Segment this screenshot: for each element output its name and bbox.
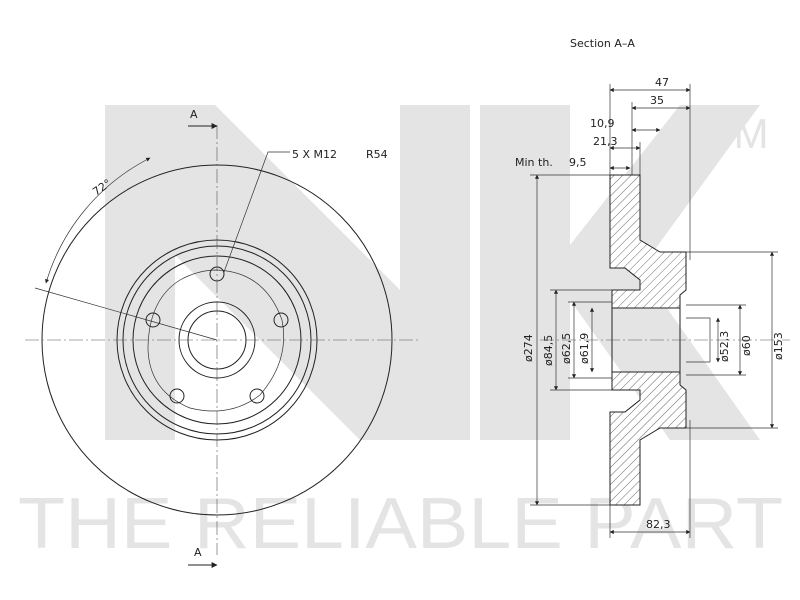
dim-21-3: 21,3: [593, 135, 618, 148]
disc-section-view: Section A–A 47 35 10,9 21,3 Min th. 9,5 …: [515, 37, 790, 538]
dim-10-9: 10,9: [590, 117, 615, 130]
tagline-watermark: THE RELIABLE PART: [18, 484, 783, 564]
bolt-leader-line: [223, 151, 290, 273]
section-marker-bottom: A: [194, 546, 202, 559]
dia-52-3: ø52,3: [718, 331, 731, 362]
dim-82-3: 82,3: [646, 518, 671, 531]
hub-pocket-shape: [147, 269, 285, 412]
angle-arc: [45, 157, 151, 284]
dia-60: ø60: [740, 335, 753, 356]
nk-logo-n-shape: [105, 105, 470, 440]
dia-153: ø153: [772, 332, 785, 360]
min-thickness-label: Min th.: [515, 156, 553, 169]
dim-47: 47: [655, 76, 669, 89]
dia-61-9: ø61,9: [578, 333, 591, 364]
angle-ref-line: [34, 287, 218, 341]
dim-9-5: 9,5: [569, 156, 587, 169]
dia-274: ø274: [522, 334, 535, 362]
bolt-hole: [249, 388, 265, 404]
section-marker-top: A: [190, 108, 198, 121]
bolt-label: 5 X M12: [292, 148, 337, 161]
dia-62-5: ø62,5: [560, 333, 573, 364]
trademark-text: TM: [708, 110, 769, 157]
radius-label: R54: [366, 148, 388, 161]
dia-84-5: ø84,5: [542, 335, 555, 366]
bolt-hole: [273, 312, 289, 328]
section-title: Section A–A: [570, 37, 635, 50]
bolt-hole: [169, 388, 185, 404]
dim-35: 35: [650, 94, 664, 107]
